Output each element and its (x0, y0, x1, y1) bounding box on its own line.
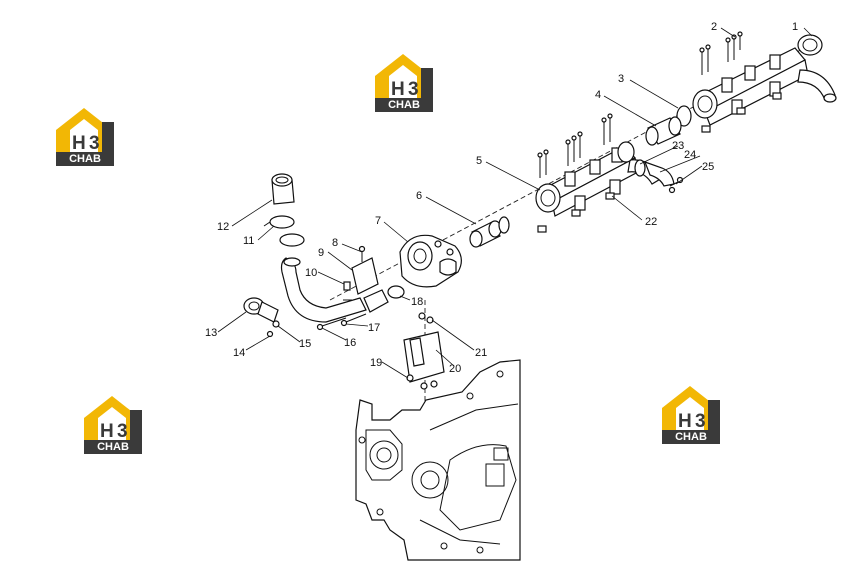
callout-12: 12 (217, 221, 229, 233)
logo-text: CHAB (675, 431, 707, 443)
callout-17: 17 (368, 322, 380, 334)
part-thermostat-housing (399, 234, 462, 288)
callout-9: 9 (318, 247, 324, 259)
part-end-cap (797, 34, 823, 56)
callout-3: 3 (618, 73, 624, 85)
logo-watermark-bottom-right: CHAB (662, 386, 720, 444)
logo-text: CHAB (69, 153, 101, 165)
part-bent-pipe (280, 257, 405, 323)
bolts-rear-manifold (699, 31, 743, 75)
callout-14: 14 (233, 347, 245, 359)
callout-13: 13 (205, 327, 217, 339)
logo-text: CHAB (388, 99, 420, 111)
callout-25: 25 (702, 161, 714, 173)
leader-lines (217, 27, 813, 379)
part-engine-block (355, 359, 521, 561)
callout-22: 22 (645, 216, 657, 228)
callout-15: 15 (299, 338, 311, 350)
callout-4: 4 (595, 89, 601, 101)
callout-7: 7 (375, 215, 381, 227)
part-clamp-bracket (343, 245, 379, 301)
part-mount-bracket (403, 312, 445, 390)
part-side-hose (634, 159, 684, 194)
callout-5: 5 (476, 155, 482, 167)
callout-10: 10 (305, 267, 317, 279)
callout-16: 16 (344, 337, 356, 349)
part-bolts-pipe (316, 313, 367, 331)
callout-11: 11 (243, 235, 254, 247)
callout-19: 19 (370, 357, 382, 369)
part-outlet-fitting (243, 297, 280, 338)
part-sleeve-rear (645, 116, 682, 146)
callout-6: 6 (416, 190, 422, 202)
part-manifold-rear (692, 31, 837, 133)
callout-21: 21 (475, 347, 487, 359)
logo-watermark-bottom-left: CHAB (84, 396, 142, 454)
logo-watermark-top-left: CHAB (56, 108, 114, 166)
callout-18: 18 (411, 296, 423, 308)
logo-watermark-top-center: CHAB (375, 54, 433, 112)
callout-labels: 1 2 3 4 5 6 7 8 9 10 11 12 13 14 15 16 1… (205, 21, 798, 375)
callout-23: 23 (672, 140, 684, 152)
callout-20: 20 (449, 363, 461, 375)
callout-1: 1 (792, 21, 798, 33)
callout-24: 24 (684, 149, 696, 161)
callout-8: 8 (332, 237, 338, 249)
logo-text: CHAB (97, 441, 129, 453)
bolts-center-manifold (537, 113, 613, 178)
part-hose-clamps (263, 215, 305, 247)
part-hose-cap (271, 173, 295, 205)
callout-2: 2 (711, 21, 717, 33)
part-sleeve-front (469, 216, 510, 248)
